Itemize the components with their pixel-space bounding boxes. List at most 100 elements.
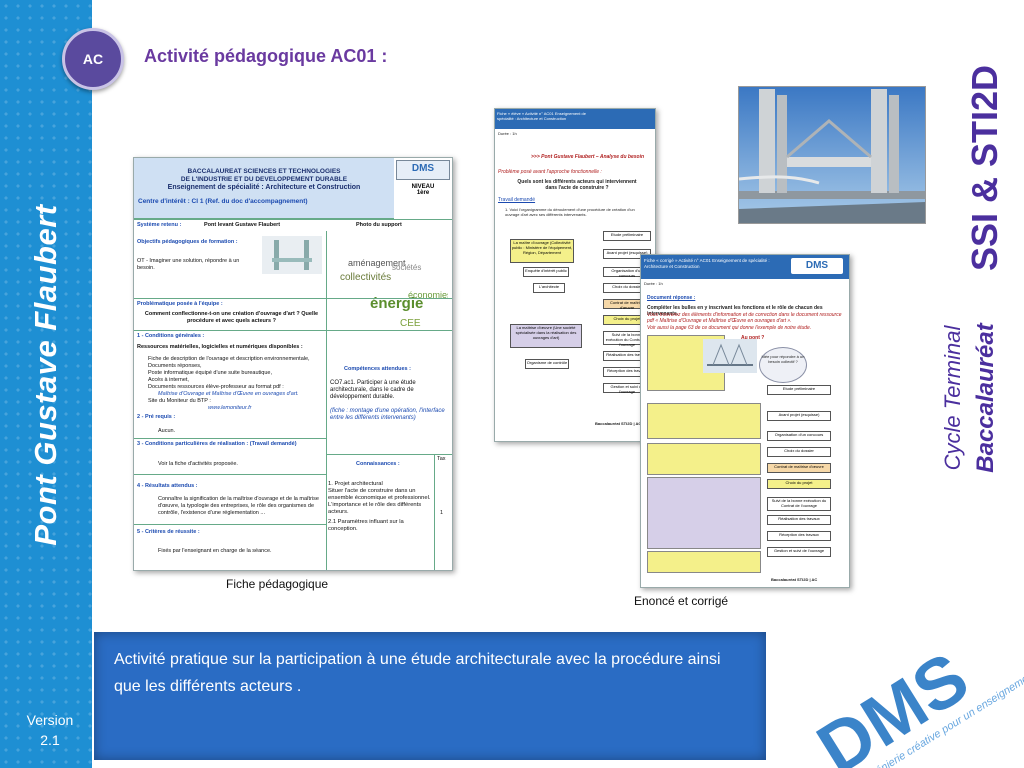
corrige-box-realisation: Réalisation des travaux xyxy=(767,515,831,525)
corrige-box-concours: Organisation d'un concours xyxy=(767,431,831,441)
corrige-bubble-text: Idée pour répondre à un besoin collectif… xyxy=(761,354,805,364)
fiche-separator-5 xyxy=(134,474,327,476)
res-item: Accès à internet, xyxy=(148,377,189,383)
corrige-bridge-image xyxy=(703,339,757,373)
support-image xyxy=(262,236,322,274)
svg-text:sociétés: sociétés xyxy=(392,263,421,272)
word-cloud: aménagement collectivités sociétés énerg… xyxy=(330,236,452,336)
criteres-text: Fixés par l'enseignant en charge de la s… xyxy=(158,548,272,554)
res-item: Poste informatique équipé d'une suite bu… xyxy=(148,370,272,376)
conditions-generales: 1 - Conditions générales : xyxy=(137,333,205,339)
fiche-separator-1 xyxy=(134,298,452,300)
enonce-box-enquete: Enquête d'intérêt public xyxy=(523,267,569,277)
dms-logo: DMS l'ingénierie créative pour un enseig… xyxy=(780,620,1024,768)
tax-value: 1 xyxy=(440,510,444,516)
res-url: www.lemoniteur.fr xyxy=(208,405,252,411)
svg-text:énergie: énergie xyxy=(370,295,423,312)
enonce-question: Quels sont les différents acteurs qui in… xyxy=(517,179,637,191)
conn-item: 2.1 Paramètres influant sur la conceptio… xyxy=(328,519,404,532)
aucun-text: Aucun. xyxy=(158,428,176,434)
criteres-label: 5 - Critères de réussite : xyxy=(137,529,200,535)
enonce-box-etude: Etude préliminaire xyxy=(603,231,651,241)
corrige-box-c xyxy=(647,477,761,549)
enonce-duree: Durée : 1h xyxy=(498,131,517,136)
corrige-header: Fiche « corrigé » Activité n° AC01 Ensei… xyxy=(644,258,770,269)
corrige-consigne-italic: Vous trouverez des éléments d'informatio… xyxy=(647,312,842,324)
enonce-subtitle: >>> Pont Gustave Flaubert – Analyse du b… xyxy=(531,154,645,160)
enonce-header-bar: Fiche « élève » Activité n° AC01 Enseign… xyxy=(495,109,655,129)
corrige-doc-reponse: Document réponse : xyxy=(647,295,696,301)
corrige-voir: Voir aussi la page 63 de ce document qui… xyxy=(647,325,812,331)
svg-text:CEE: CEE xyxy=(400,318,421,329)
corrige-thumbnail: Fiche « corrigé » Activité n° AC01 Ensei… xyxy=(640,254,850,588)
fiche-header: BACCALAUREAT SCIENCES ET TECHNOLOGIES DE… xyxy=(134,158,394,219)
connaissances-label: Connaissances : xyxy=(356,461,400,467)
ressources-list: Fiche de description de l'ouvrage et des… xyxy=(148,356,324,412)
res-item: Documents réponses, xyxy=(148,363,202,369)
ac-badge: AC xyxy=(62,28,124,90)
systeme-value: Pont levant Gustave Flaubert xyxy=(204,222,281,228)
problematique-question: Comment conflectionne-t-on une création … xyxy=(144,311,319,324)
prerequis-label: 2 - Pré requis : xyxy=(137,414,176,420)
enonce-box-controle: Organisme de contrôle xyxy=(525,359,569,369)
svg-text:DMS: DMS xyxy=(804,637,982,768)
caption-enonce: Enoncé et corrigé xyxy=(634,594,729,608)
corrige-consigne: Compléter les bulles en y inscrivant les… xyxy=(647,305,823,317)
fiche-head-line1: BACCALAUREAT SCIENCES ET TECHNOLOGIES xyxy=(187,168,341,175)
fiche-pedagogique-thumbnail: BACCALAUREAT SCIENCES ET TECHNOLOGIES DE… xyxy=(133,157,453,571)
fiche-centre: Centre d'intérêt : CI 1 (Ref. du doc d'a… xyxy=(138,198,308,205)
corrige-dms-logo: DMS xyxy=(791,258,843,274)
conn-item: Situer l'acte de construire dans un ense… xyxy=(328,488,431,515)
enonce-step: 1. Voici l'organigramme du déroulement d… xyxy=(505,207,635,217)
objectifs-label: Objectifs pédagogiques de formation : xyxy=(137,239,238,245)
corrige-au-pont: Au pont ? xyxy=(741,335,765,341)
corrige-box-reception: Réception des travaux xyxy=(767,531,831,541)
tax-divider xyxy=(434,454,435,570)
corrige-box-suivi: Suivi de la bonne exécution du Contrat d… xyxy=(767,497,831,511)
ressources-label: Ressources matérielles, logicielles et n… xyxy=(137,344,303,350)
corrige-box-choix-projet: Choix du projet xyxy=(767,479,831,489)
info-text: Activité pratique sur la participation à… xyxy=(114,651,721,695)
corrige-box-b xyxy=(647,443,761,475)
corrige-header-bar: Fiche « corrigé » Activité n° AC01 Ensei… xyxy=(641,255,849,279)
enonce-box-maitre-ouvrage: La maître d'ouvrage (Collectivité public… xyxy=(510,239,574,263)
res-italic: Maîtrise d'Ouvrage et Maîtrise d'Œuvre e… xyxy=(158,391,299,397)
enonce-box-suivi: Suivi de la bonne exécution du Contrat d… xyxy=(603,331,651,347)
version-line1: Version xyxy=(26,712,74,728)
ssi-sti2d-title: SSI & STI2D xyxy=(964,64,1005,272)
fiche-dms-logo: DMS xyxy=(396,160,450,180)
enonce-footer: Baccalauréat STI2D | AC xyxy=(595,421,642,426)
competences-text: CO7.ac1. Participer à une étude architec… xyxy=(330,380,416,400)
conditions-particulieres: 3 - Conditions particulières de réalisat… xyxy=(137,441,297,447)
conn-item: 1. Projet architectural xyxy=(328,481,383,487)
corrige-footer: Baccalauréat STI2D | AC xyxy=(771,577,818,582)
corrige-box-gestion: Gestion et suivi de l'ouvrage xyxy=(767,547,831,557)
resultats-label: 4 - Résultats attendus : xyxy=(137,483,198,489)
sidebar: Pont Gustave Flaubert Version 2.1 xyxy=(0,0,92,768)
fiche-logo-text: DMS xyxy=(411,163,435,174)
problematique-label: Problématique posée à l'équipe : xyxy=(137,301,223,307)
fiche-niveau: NIVEAU 1ère xyxy=(396,184,450,196)
res-item: Site du Moniteur du BTP : xyxy=(148,398,211,404)
svg-text:économies: économies xyxy=(408,290,448,300)
fiche-separator-4 xyxy=(326,454,452,456)
fiche-niveau-value: 1ère xyxy=(416,190,430,196)
caption-fiche: Fiche pédagogique xyxy=(226,577,329,591)
res-item: Documents ressources élève-professeur au… xyxy=(148,384,284,390)
enonce-probleme: Problème posé avant l'approche fonctionn… xyxy=(498,169,602,175)
enonce-box-architecte: L'architecte xyxy=(533,283,565,293)
fiche-head-line2: DE L'INDUSTRIE ET DU DEVELOPPEMENT DURAB… xyxy=(180,176,348,183)
competences-italic: (fiche : montage d'une opération, l'inte… xyxy=(330,408,445,421)
fiche-separator-6 xyxy=(134,524,327,526)
tax-label: Tax xyxy=(437,456,446,462)
enonce-thumbnail: Fiche « élève » Activité n° AC01 Enseign… xyxy=(494,108,656,442)
corrige-box-choix: Choix du dossier xyxy=(767,447,831,457)
photo-label: Photo du support xyxy=(356,222,402,228)
corrige-thought-bubble: Idée pour répondre à un besoin collectif… xyxy=(759,347,807,383)
fiche-separator-3 xyxy=(134,438,327,440)
info-box: Activité pratique sur la participation à… xyxy=(94,632,766,760)
bridge-photo xyxy=(738,86,926,224)
fiche-row-systeme: Système retenu : Pont levant Gustave Fla… xyxy=(134,219,452,232)
competences-label: Compétences attendues : xyxy=(344,366,411,372)
version-line2: 2.1 xyxy=(40,732,60,748)
